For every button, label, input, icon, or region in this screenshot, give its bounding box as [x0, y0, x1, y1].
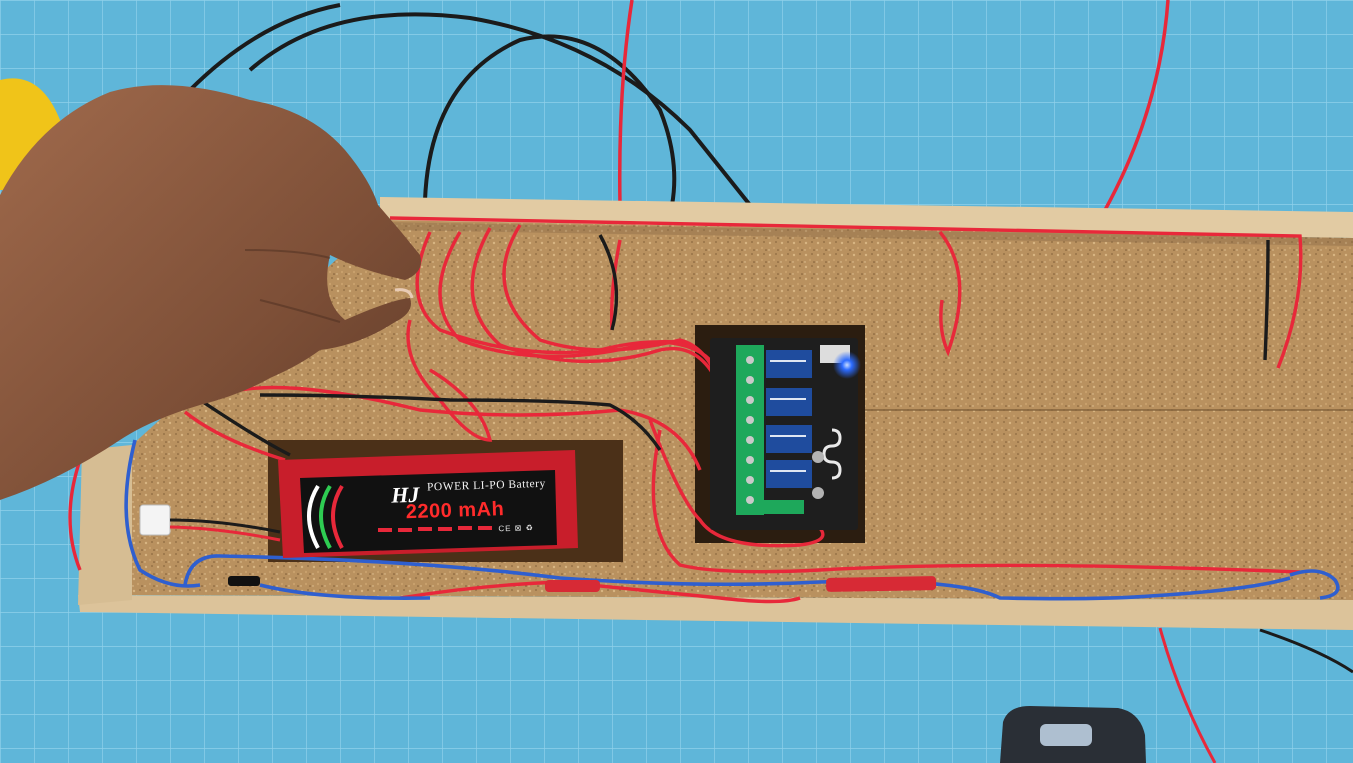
battery-capacity: 2200 mAh	[405, 498, 505, 524]
wire-red-bottom	[1158, 627, 1217, 763]
wire-red-top	[618, 0, 634, 206]
wire-harness-blue	[124, 439, 1340, 601]
wire-red-right	[1103, 0, 1170, 211]
wire-black-bottom	[1259, 628, 1353, 674]
battery-certification-marks: CE ⊠ ♻	[498, 523, 534, 534]
hand-icon	[0, 85, 421, 500]
wire-black-loop	[423, 34, 677, 206]
balance-plug	[139, 504, 171, 536]
remote-control-icon	[1000, 706, 1146, 763]
wire-black-left	[188, 3, 341, 92]
battery-label: HJ POWER LI-PO Battery 2200 mAh CE ⊠ ♻	[284, 447, 581, 556]
status-led-icon	[833, 351, 861, 379]
battery-title: POWER LI-PO Battery	[426, 477, 546, 494]
lipo-battery	[278, 450, 578, 558]
wire-harness-red	[68, 216, 1303, 604]
relay-module-icon	[710, 338, 858, 530]
wire-harness-black	[199, 234, 1270, 457]
wire-black-top	[248, 12, 752, 207]
